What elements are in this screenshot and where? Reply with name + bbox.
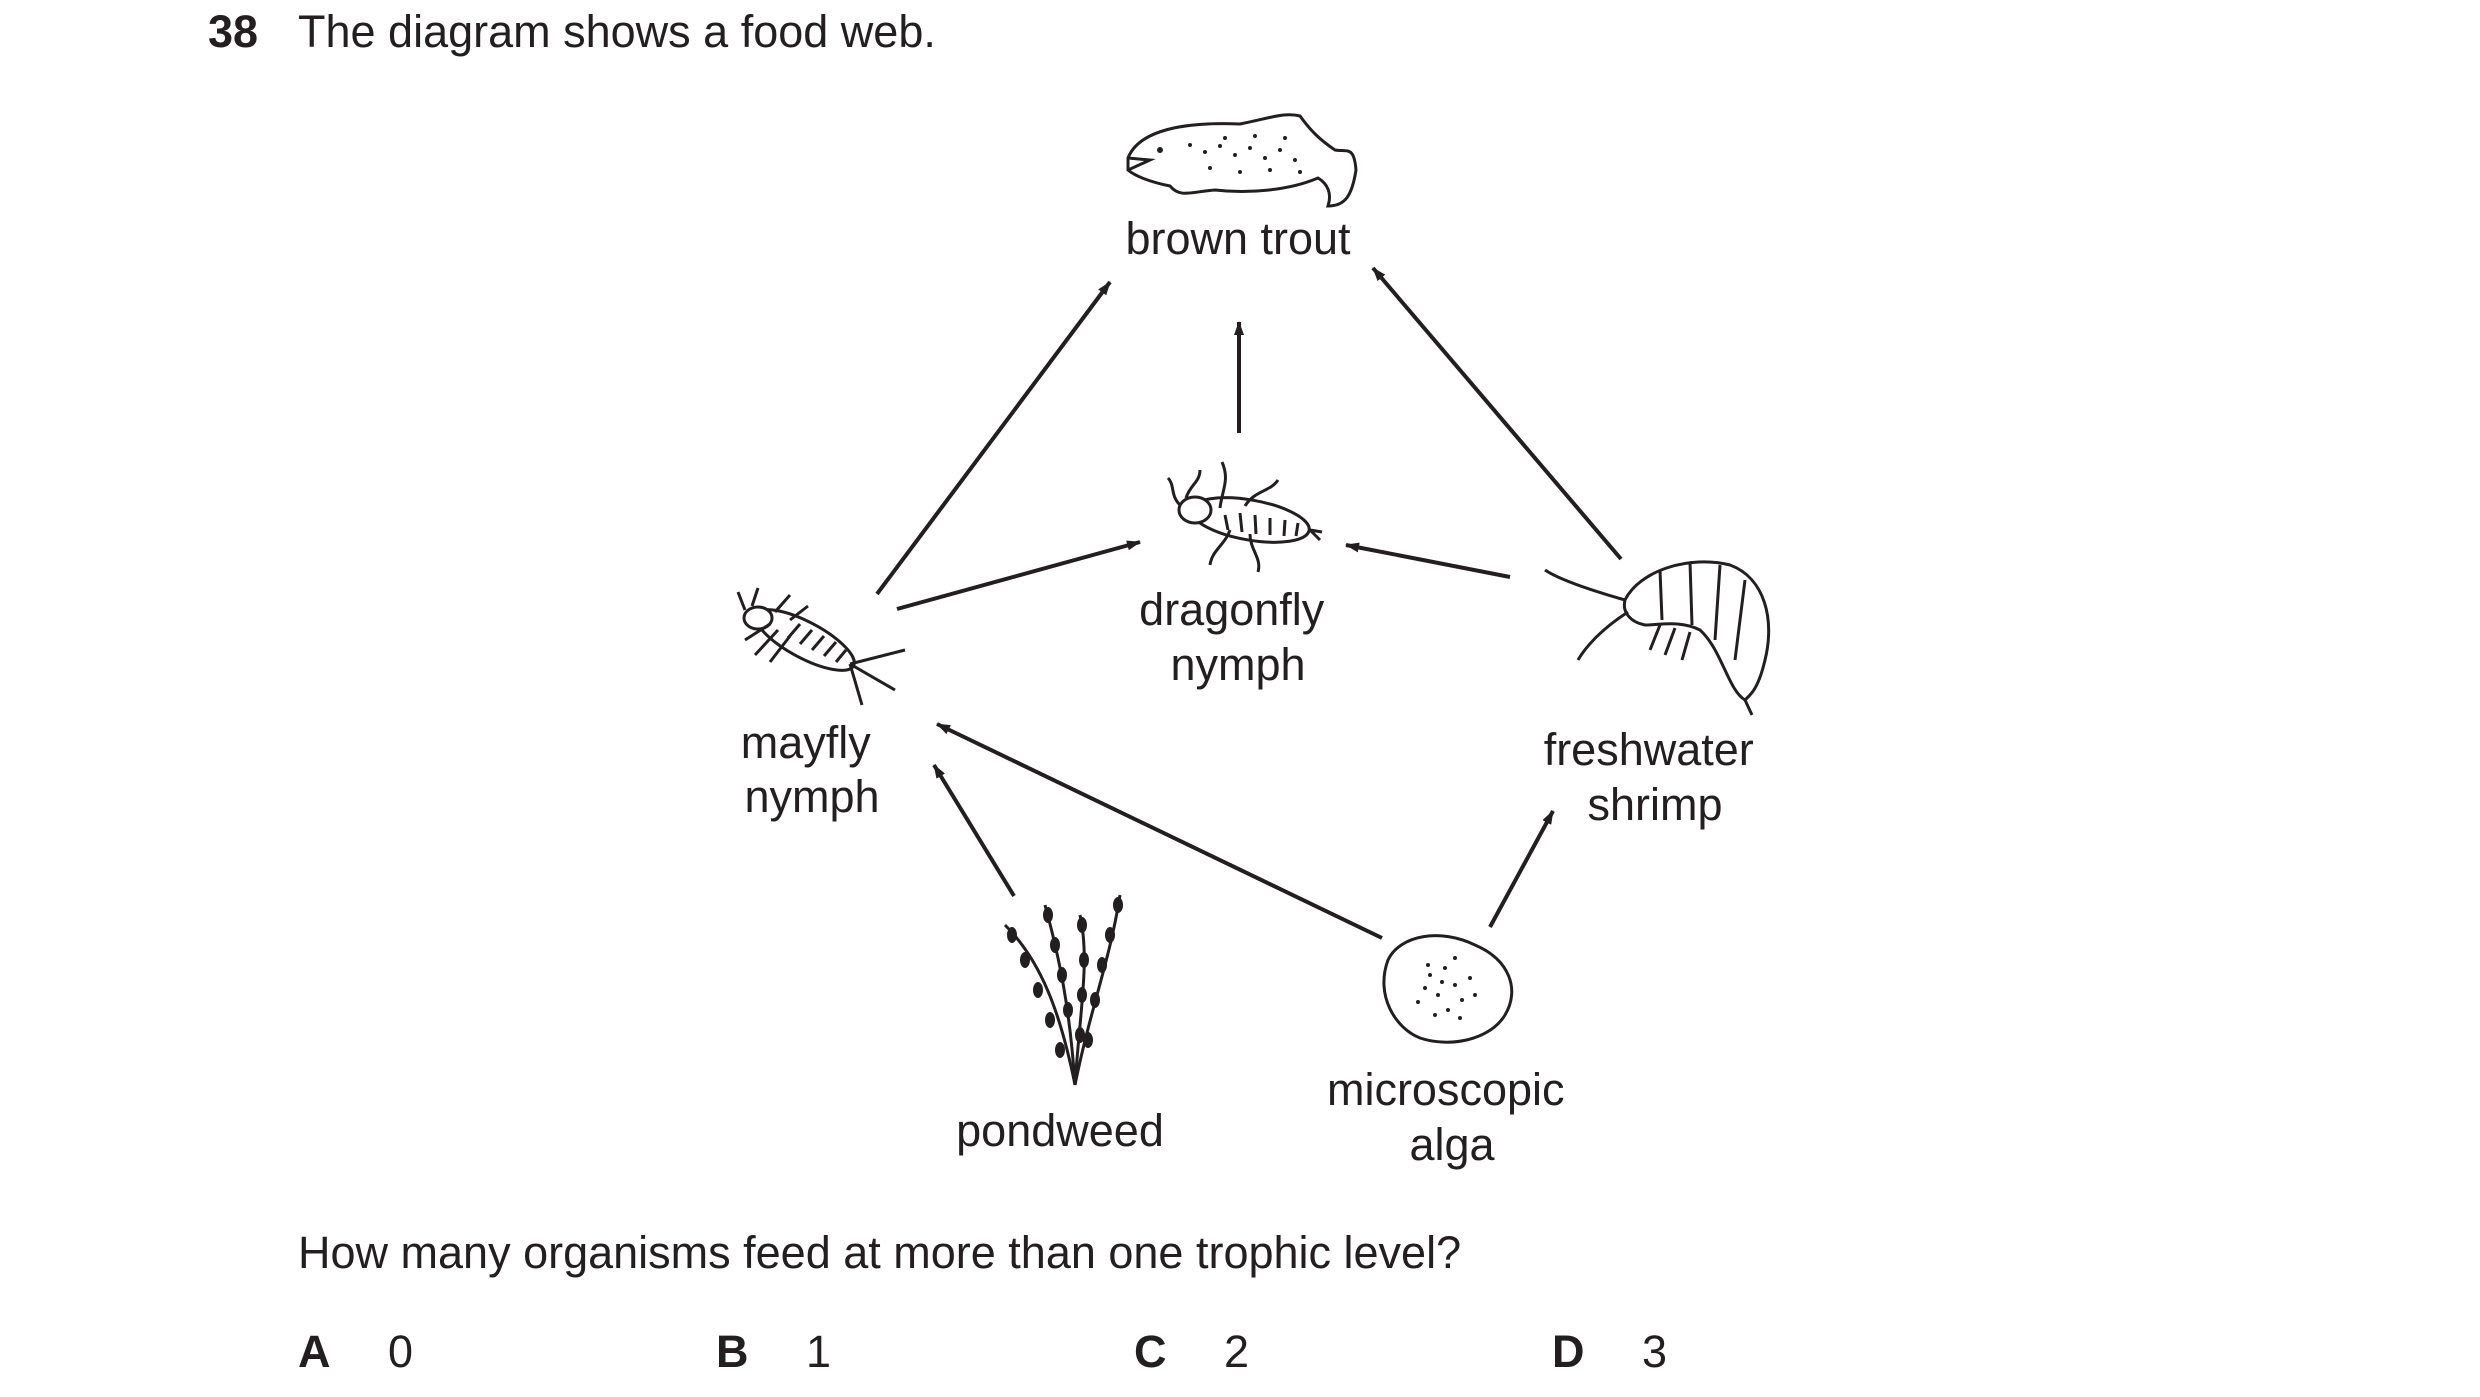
option-letter: C	[1134, 1326, 1167, 1377]
label-freshwater-shrimp: freshwater shrimp	[1544, 724, 1767, 830]
question-prompt: How many organisms feed at more than one…	[298, 1227, 1462, 1278]
option-letter: D	[1552, 1326, 1585, 1377]
arrow-mayfly-to-trout	[875, 280, 1112, 596]
label-mayfly-nymph: mayfly nymph	[741, 717, 884, 822]
dragonfly-nymph-icon	[1166, 461, 1323, 573]
label-microscopic-alga: microscopic alga	[1327, 1064, 1577, 1170]
arrow-shrimp-to-dragonfly	[1345, 542, 1511, 579]
microscopic-alga-icon	[1382, 934, 1514, 1044]
label-pondweed: pondweed	[956, 1105, 1164, 1156]
option-value: 1	[806, 1326, 832, 1377]
question-intro: The diagram shows a food web.	[298, 6, 936, 57]
arrow-pondweed-to-mayfly	[932, 763, 1016, 898]
option-value: 0	[388, 1326, 414, 1377]
arrow-mayfly-to-dragonfly	[896, 540, 1141, 611]
freshwater-shrimp-icon	[1544, 560, 1771, 716]
pondweed-icon	[1003, 894, 1123, 1086]
arrow-alga-to-mayfly	[936, 722, 1383, 940]
label-dragonfly-nymph: dragonfly nymph	[1139, 584, 1337, 690]
brown-trout-icon	[1126, 113, 1358, 208]
option-letter: A	[298, 1326, 331, 1377]
option-value: 3	[1642, 1326, 1668, 1377]
arrow-shrimp-to-trout	[1371, 266, 1623, 561]
option-value: 2	[1224, 1326, 1250, 1377]
label-brown-trout: brown trout	[1125, 213, 1351, 264]
arrow-alga-to-shrimp	[1488, 810, 1555, 928]
mayfly-nymph-icon	[736, 587, 906, 706]
question-number: 38	[208, 6, 259, 57]
option-letter: B	[716, 1326, 749, 1377]
